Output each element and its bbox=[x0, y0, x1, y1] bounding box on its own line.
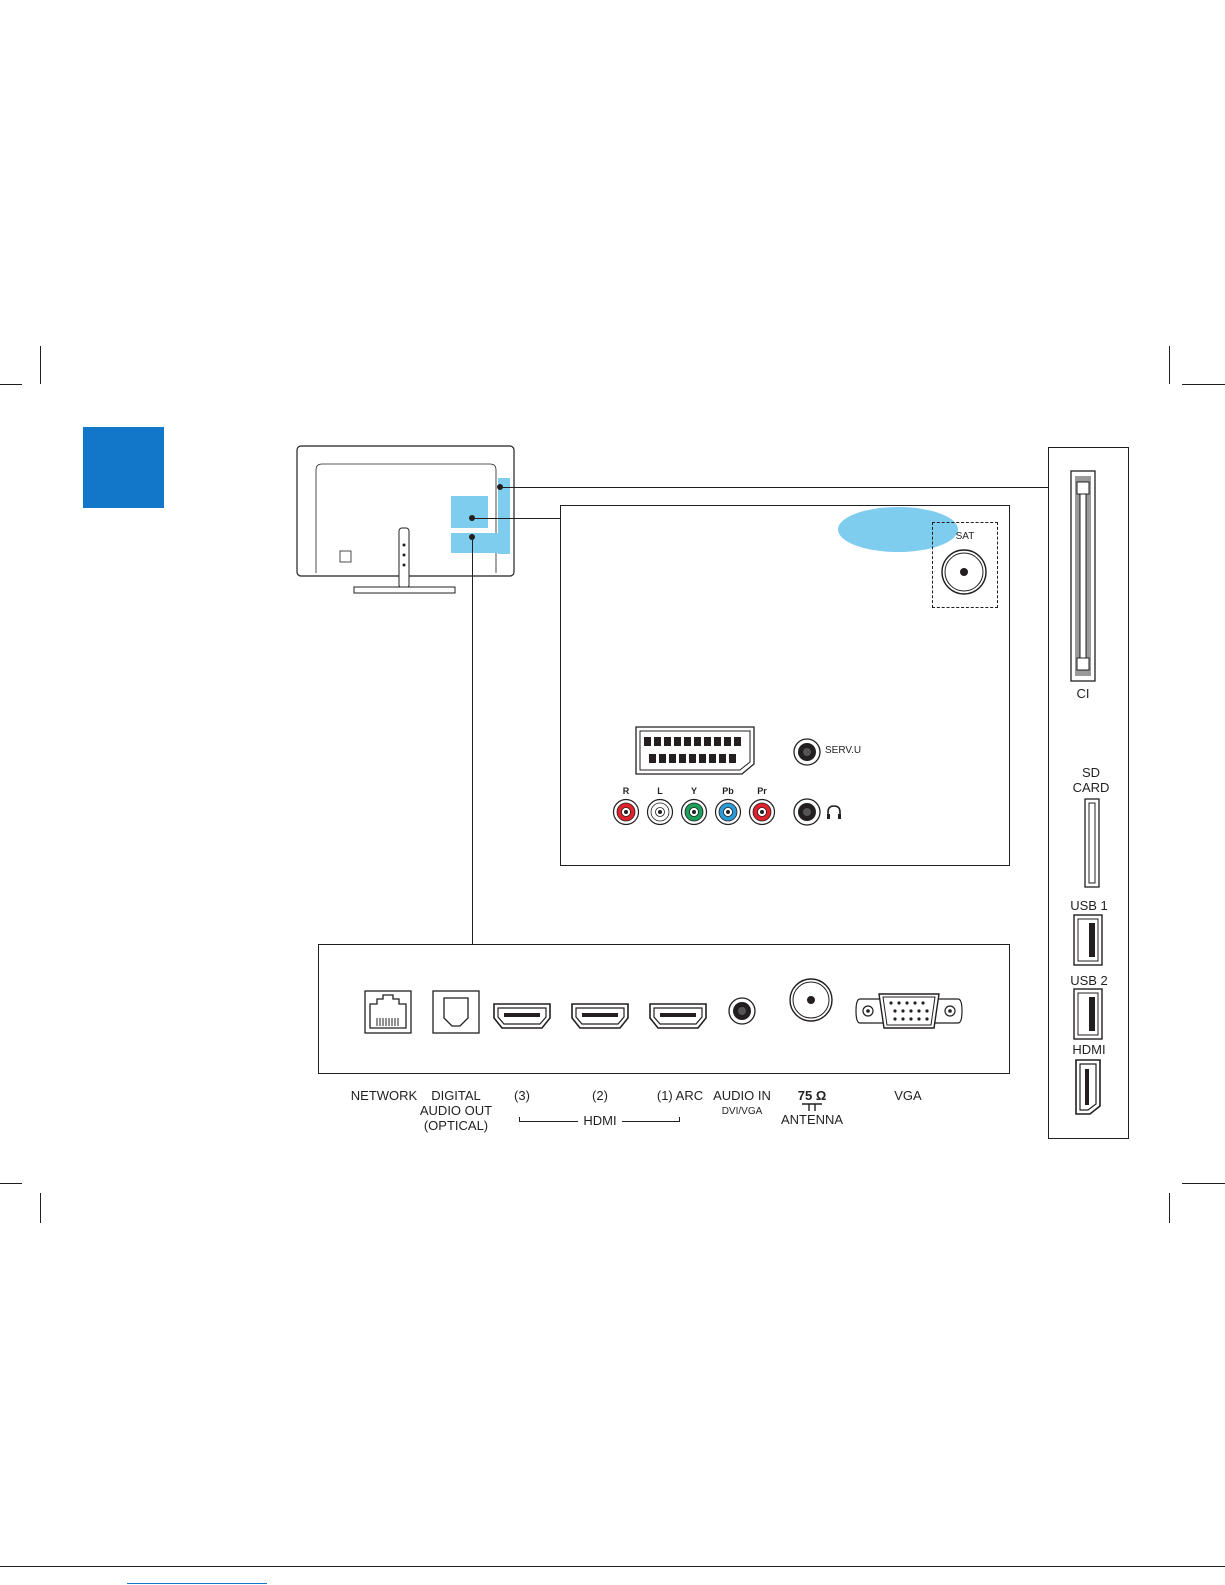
wire-middle bbox=[473, 518, 561, 519]
crop-mark bbox=[1169, 346, 1170, 384]
sd-card-label-2: CARD bbox=[1068, 780, 1114, 795]
headphone-icon bbox=[826, 804, 842, 820]
vga-port[interactable] bbox=[854, 990, 964, 1032]
ci-slot[interactable] bbox=[1070, 470, 1096, 682]
rca-jack-y[interactable] bbox=[680, 798, 708, 826]
section-tab bbox=[83, 427, 164, 508]
wire-dot bbox=[497, 484, 503, 490]
tv-rear-illustration bbox=[290, 440, 525, 600]
hdmi-1-arc-label: (1) ARC bbox=[650, 1088, 710, 1103]
hdmi-3-label: (3) bbox=[502, 1088, 542, 1103]
rca-label-pb: Pb bbox=[716, 784, 740, 799]
digital-audio-out-label-3: (OPTICAL) bbox=[416, 1118, 496, 1133]
usb2-port[interactable] bbox=[1073, 988, 1103, 1040]
sd-card-slot[interactable] bbox=[1084, 798, 1100, 888]
scart-connector[interactable] bbox=[630, 724, 760, 777]
optical-port[interactable] bbox=[432, 990, 480, 1034]
headphone-jack[interactable] bbox=[792, 797, 822, 827]
hdmi-bracket-line-right bbox=[622, 1121, 679, 1122]
crop-mark bbox=[40, 1193, 41, 1223]
hdmi-port-3[interactable] bbox=[492, 1002, 552, 1030]
side-hdmi-label: HDMI bbox=[1066, 1042, 1112, 1057]
rca-jack-pb[interactable] bbox=[714, 798, 742, 826]
rca-label-l: L bbox=[648, 784, 672, 799]
antenna-label: ANTENNA bbox=[772, 1112, 852, 1127]
rca-jack-pr[interactable] bbox=[748, 798, 776, 826]
hdmi-bracket-line-left bbox=[519, 1121, 578, 1122]
antenna-connector[interactable] bbox=[788, 977, 834, 1023]
crop-mark bbox=[1169, 1193, 1170, 1223]
rca-jack-l[interactable] bbox=[646, 798, 674, 826]
sat-label: SAT bbox=[948, 531, 982, 543]
rca-label-pr: Pr bbox=[750, 784, 774, 799]
hdmi-2-label: (2) bbox=[580, 1088, 620, 1103]
sd-card-label-1: SD bbox=[1068, 765, 1114, 780]
crop-mark bbox=[1182, 1183, 1225, 1184]
wire-dot bbox=[469, 534, 475, 540]
antenna-ohm-label: 75 Ω bbox=[782, 1088, 842, 1103]
rca-label-r: R bbox=[614, 784, 638, 799]
audio-in-sub-label: DVI/VGA bbox=[706, 1106, 778, 1118]
crop-mark bbox=[40, 346, 41, 384]
network-port[interactable] bbox=[364, 990, 412, 1034]
hdmi-bracket-right bbox=[679, 1117, 680, 1122]
vga-label: VGA bbox=[888, 1088, 928, 1103]
hdmi-port-1-arc[interactable] bbox=[648, 1002, 708, 1030]
antenna-symbol-icon bbox=[802, 1102, 822, 1112]
network-label: NETWORK bbox=[344, 1088, 424, 1103]
sat-connector[interactable] bbox=[940, 548, 988, 596]
footer-rule bbox=[0, 1566, 1225, 1567]
audio-in-label: AUDIO IN bbox=[706, 1088, 778, 1103]
side-hdmi-port[interactable] bbox=[1074, 1058, 1102, 1116]
crop-mark bbox=[1182, 384, 1225, 385]
wire-side bbox=[501, 487, 1049, 488]
ci-label: CI bbox=[1068, 686, 1098, 701]
crop-mark bbox=[0, 1183, 22, 1184]
usb1-port[interactable] bbox=[1073, 914, 1103, 966]
crop-mark bbox=[0, 384, 22, 385]
digital-audio-out-label-1: DIGITAL bbox=[416, 1088, 496, 1103]
rca-label-y: Y bbox=[682, 784, 706, 799]
audio-in-jack[interactable] bbox=[727, 996, 757, 1026]
wire-bottom bbox=[472, 537, 473, 944]
hdmi-port-2[interactable] bbox=[570, 1002, 630, 1030]
rca-jack-r[interactable] bbox=[612, 798, 640, 826]
footer-link-underline bbox=[127, 1583, 267, 1584]
usb1-label: USB 1 bbox=[1066, 898, 1112, 913]
hdmi-group-label: HDMI bbox=[578, 1113, 622, 1128]
usb2-label: USB 2 bbox=[1066, 973, 1112, 988]
wire-dot bbox=[469, 515, 475, 521]
serv-u-jack[interactable] bbox=[792, 737, 822, 767]
serv-u-label: SERV.U bbox=[825, 745, 861, 757]
digital-audio-out-label-2: AUDIO OUT bbox=[416, 1103, 496, 1118]
